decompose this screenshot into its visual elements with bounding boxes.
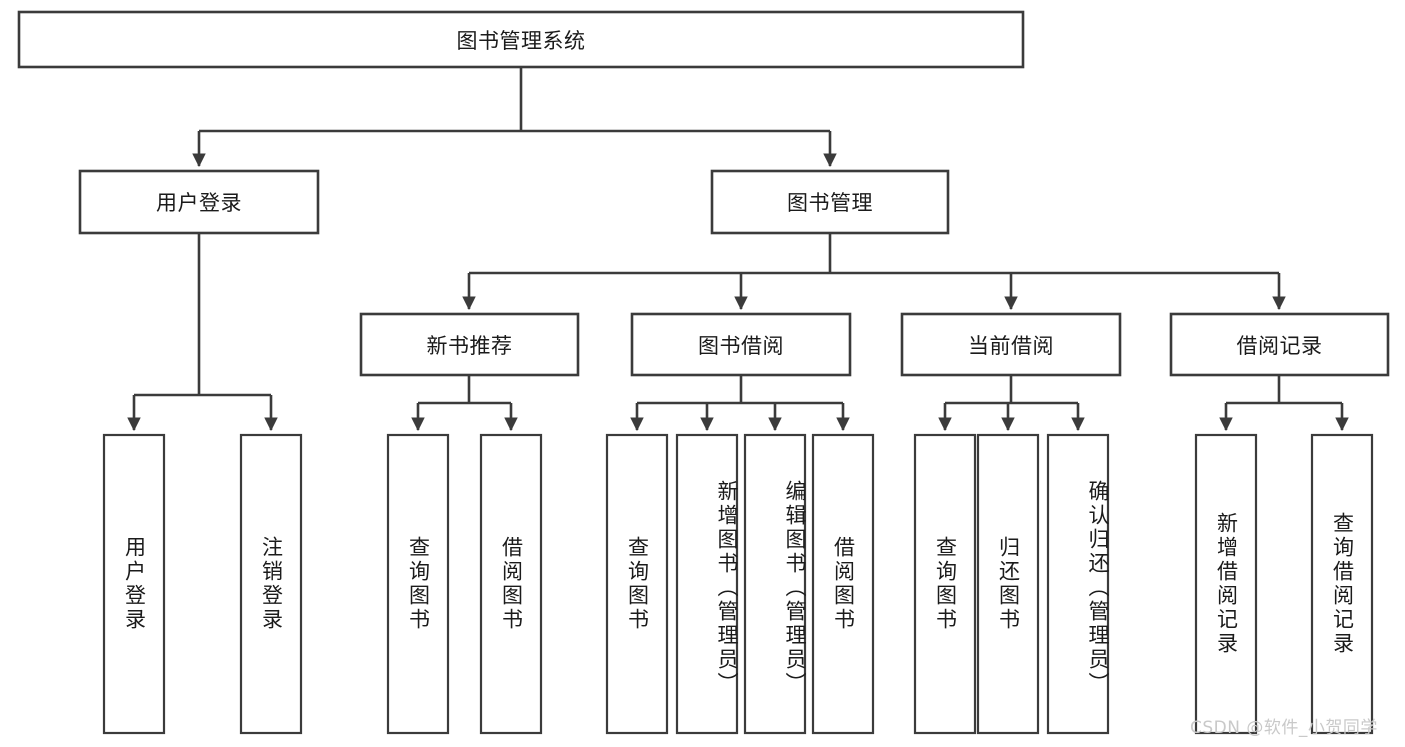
node-leaf-borrow-book-1-box bbox=[479, 433, 543, 735]
connectors-userlogin-to-leaves bbox=[127, 233, 278, 432]
node-leaf-user-login-box bbox=[102, 433, 166, 735]
connectors-currentborrow-to-leaves bbox=[938, 375, 1085, 432]
node-leaf-logout-box bbox=[239, 433, 303, 735]
connectors-bookborrow-to-leaves bbox=[630, 375, 850, 432]
node-leaf-query-book-2-box bbox=[605, 433, 669, 735]
connectors-bookmgmt-to-level3 bbox=[462, 233, 1286, 311]
node-leaf-query-record-box bbox=[1310, 433, 1374, 735]
connectors-newbook-to-leaves bbox=[411, 375, 518, 432]
node-leaf-edit-book-box bbox=[743, 433, 807, 735]
node-new-book-recommend-box bbox=[359, 312, 580, 377]
watermark-text: CSDN @软件_小贺同学 bbox=[1190, 718, 1378, 738]
node-leaf-return-book-box bbox=[976, 433, 1040, 735]
node-leaf-query-book-3-box bbox=[913, 433, 977, 735]
node-book-borrow-box bbox=[630, 312, 852, 377]
node-user-login-box bbox=[78, 169, 320, 235]
node-boxes bbox=[17, 10, 1390, 735]
node-current-borrow-box bbox=[900, 312, 1122, 377]
node-book-management-box bbox=[710, 169, 950, 235]
node-leaf-borrow-book-2-box bbox=[811, 433, 875, 735]
connectors-root-to-level2 bbox=[192, 67, 837, 168]
node-leaf-add-record-box bbox=[1194, 433, 1258, 735]
node-leaf-add-book-box bbox=[675, 433, 739, 735]
node-root-box bbox=[17, 10, 1025, 69]
connectors-borrowrecords-to-leaves bbox=[1219, 375, 1349, 432]
node-borrow-records-box bbox=[1169, 312, 1390, 377]
node-leaf-query-book-1-box bbox=[386, 433, 450, 735]
node-leaf-confirm-return-box bbox=[1046, 433, 1110, 735]
